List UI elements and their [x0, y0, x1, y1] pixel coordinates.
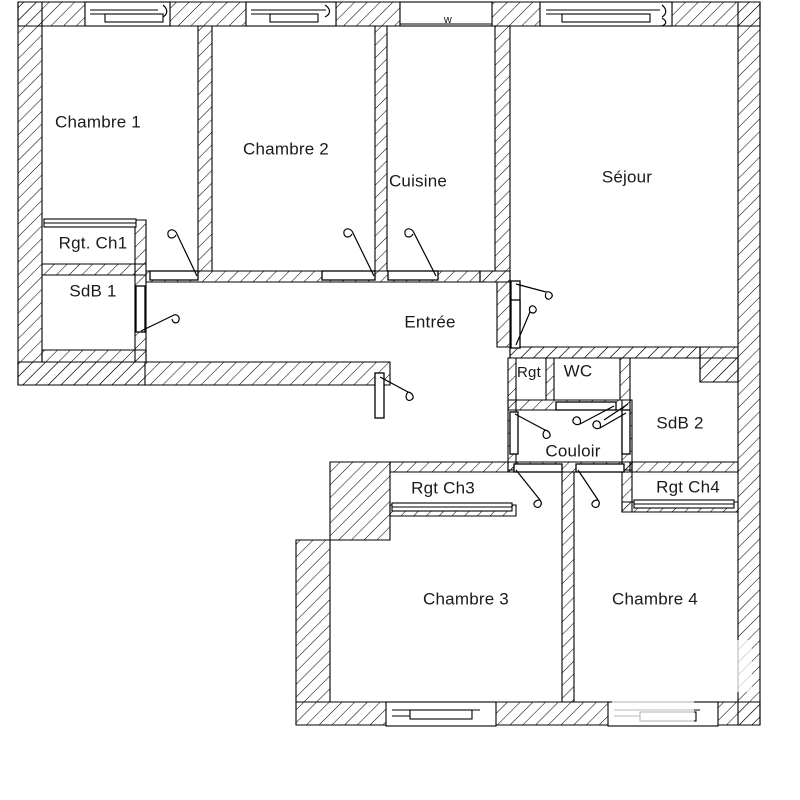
closet-doors-rgtch3: [391, 502, 513, 512]
room-labels-group: Chambre 1 Chambre 2 Cuisine Séjour Rgt. …: [55, 14, 720, 609]
wall-exterior-top-b: [169, 1, 247, 27]
label-rgt-ch4: Rgt Ch4: [656, 477, 720, 496]
closet-doors-rgtch1: [43, 218, 137, 228]
label-entree: Entrée: [404, 312, 455, 331]
wall-sdb1-south: [41, 349, 147, 363]
wall-rgt-west: [507, 357, 517, 401]
door-cuisine: [387, 228, 439, 281]
wall-sejour-south-b: [509, 346, 701, 359]
watermark: [612, 640, 752, 722]
label-couloir: Couloir: [545, 441, 600, 460]
window-chambre1: [84, 1, 171, 27]
wall-sejour-southeast-jog: [699, 346, 739, 383]
window-cuisine: [399, 1, 493, 27]
window-sejour: [539, 1, 673, 27]
wall-rgt-wc: [545, 357, 555, 401]
label-chambre2: Chambre 2: [243, 139, 329, 158]
door-wc: [555, 401, 617, 426]
door-couloir-ne: [603, 403, 629, 421]
label-cuisine: Cuisine: [389, 171, 447, 190]
label-rgt-ch3: Rgt Ch3: [411, 478, 475, 497]
door-entree-couloir: [510, 299, 537, 349]
label-window-mark-w: w: [443, 14, 452, 26]
wall-chambre3-upperleft: [329, 461, 391, 541]
label-sdb1: SdB 1: [69, 281, 116, 300]
label-chambre4: Chambre 4: [612, 589, 698, 608]
door-chambre3: [513, 463, 563, 509]
closet-doors-rgtch4: [633, 499, 735, 509]
wall-exterior-top-a: [17, 1, 86, 27]
wall-rgtch1-sdb1: [41, 263, 147, 276]
label-chambre3: Chambre 3: [423, 589, 509, 608]
wall-wc-east: [619, 357, 631, 401]
label-sejour: Séjour: [602, 167, 652, 186]
wall-exterior-right: [737, 1, 761, 726]
label-rgt-ch1: Rgt. Ch1: [59, 233, 128, 252]
label-wc: WC: [564, 361, 593, 380]
label-sdb2: SdB 2: [656, 413, 703, 432]
window-chambre2: [245, 1, 337, 27]
door-couloir-west: [509, 411, 551, 455]
door-chambre4: [575, 463, 625, 509]
wall-rgtch3-north: [389, 461, 517, 473]
wall-entree-ne-jog: [479, 270, 511, 283]
door-sdb2: [592, 409, 631, 455]
label-chambre1: Chambre 1: [55, 112, 141, 131]
window-chambre3: [385, 701, 497, 727]
door-chambre1: [149, 229, 199, 281]
wall-chambre3-left: [295, 539, 331, 703]
wall-entree-south: [17, 361, 391, 386]
door-chambre2: [321, 228, 376, 281]
wall-sdb2-south: [629, 461, 739, 473]
door-sdb1: [135, 285, 180, 333]
wall-exterior-top-c: [335, 1, 401, 27]
wall-ch3-ch4: [561, 471, 575, 703]
label-rgt: Rgt: [517, 364, 542, 381]
doors-group: [135, 228, 631, 509]
wall-exterior-top-d: [491, 1, 541, 27]
wall-ch2-cuisine: [374, 25, 388, 272]
wall-entree-east: [496, 281, 511, 348]
door-entree-south: [374, 372, 414, 419]
wall-ch1-ch2: [197, 25, 213, 272]
